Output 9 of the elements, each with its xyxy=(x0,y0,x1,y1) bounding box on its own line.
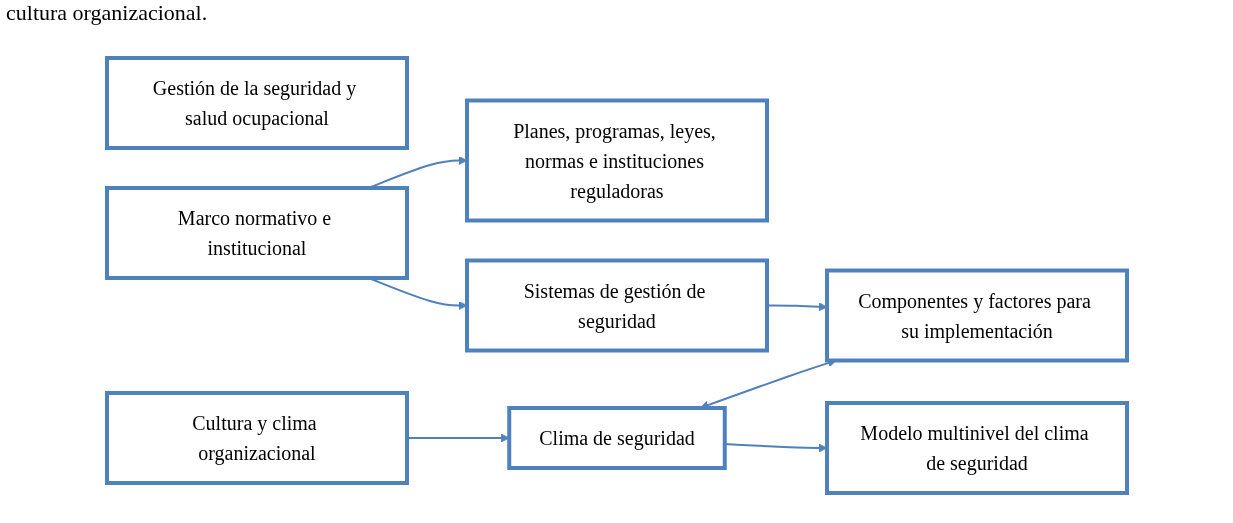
node-box: Marco normativo e institucional xyxy=(104,185,409,280)
node-box: Planes, programas, leyes, normas e instituciones reguladoras xyxy=(464,98,769,222)
node-box: Modelo multinivel del clima de seguridad xyxy=(824,400,1129,495)
node-box: Componentes y factores para su implementación xyxy=(824,268,1129,362)
node-box: Sistemas de gestión de seguridad xyxy=(464,258,769,352)
node-box: Gestión de la seguridad y salud ocupacional xyxy=(104,55,409,150)
note-text: cultura organizacional. xyxy=(6,0,208,26)
node-box: Clima de seguridad xyxy=(506,405,727,470)
node-box: Cultura y clima organizacional xyxy=(104,390,409,485)
